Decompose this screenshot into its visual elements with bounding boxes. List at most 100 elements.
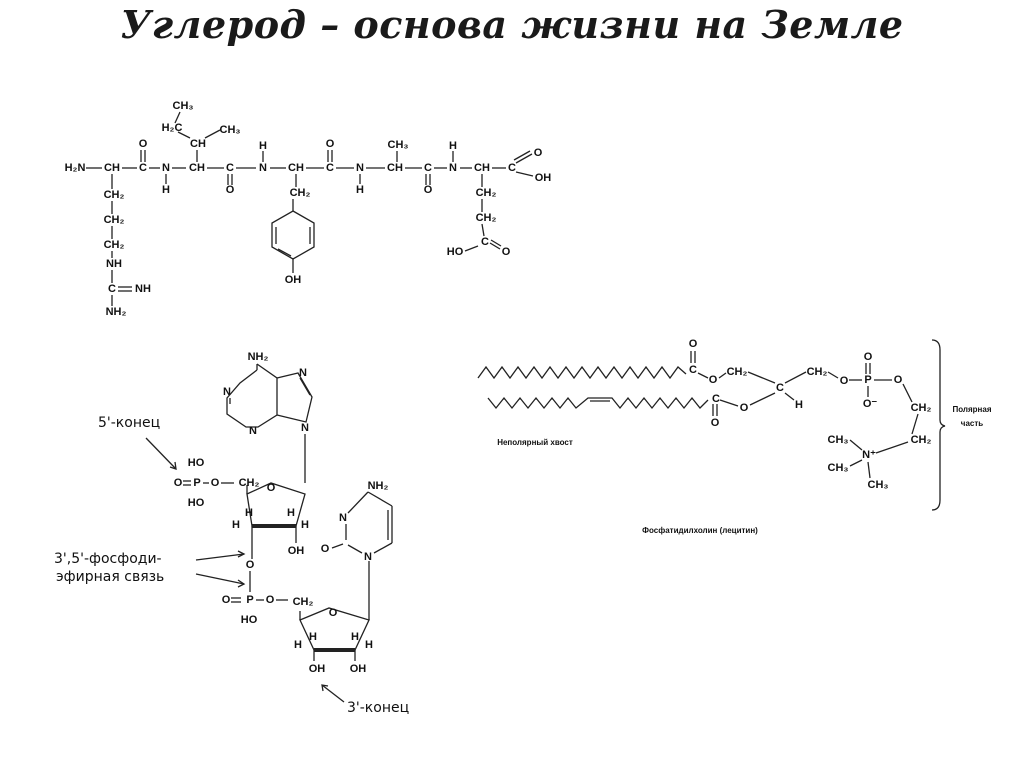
atom-label: CH₂ xyxy=(476,212,497,224)
phosphatidylcholine-structure: C O O CH₂ C H CH₂ O P O O⁻ O CH₂ CH₂ N⁺ … xyxy=(477,338,992,535)
atom-label: N xyxy=(162,162,170,174)
atom-label: CH xyxy=(387,162,403,174)
atom-label: P xyxy=(193,477,200,489)
atom-label: CH xyxy=(474,162,490,174)
atom-label: H xyxy=(162,184,170,196)
atom-label: N xyxy=(299,367,307,379)
atom-label: C xyxy=(226,162,234,174)
five-prime-end-label: 5'-конец xyxy=(98,415,160,431)
atom-label: CH₃ xyxy=(388,139,409,151)
atom-label: H xyxy=(356,184,364,196)
lipid-name-label: Фосфатидилхолин (лецитин) xyxy=(642,526,758,535)
atom-label: H₂C xyxy=(162,122,183,134)
atom-label: O xyxy=(226,184,235,196)
atom-label: H xyxy=(309,631,317,643)
atom-label: HO xyxy=(447,246,464,258)
atom-label: P xyxy=(246,594,253,606)
lipid-atom-labels: C O O CH₂ C H CH₂ O P O O⁻ O CH₂ CH₂ N⁺ … xyxy=(497,338,992,535)
atom-label: CH₂ xyxy=(239,477,260,489)
atom-label: OH xyxy=(285,274,302,286)
atom-label: O xyxy=(424,184,433,196)
atom-label: C xyxy=(326,162,334,174)
atom-label: O xyxy=(864,351,873,363)
atom-label: N xyxy=(223,386,231,398)
atom-label: OH xyxy=(535,172,552,184)
atom-label: H₂N xyxy=(65,162,86,174)
atom-label: O xyxy=(267,482,276,494)
atom-label: CH₂ xyxy=(807,366,828,378)
atom-label: H xyxy=(351,631,359,643)
atom-label: C xyxy=(776,382,784,394)
nucleotide-atom-labels: NH₂ N N N N O CH₂ O P O HO HO H H H H OH… xyxy=(54,351,409,716)
atom-label: CH₃ xyxy=(828,462,849,474)
atom-label: CH₂ xyxy=(293,596,314,608)
atom-label: HO xyxy=(188,497,205,509)
atom-label: N xyxy=(364,551,372,563)
atom-label: O xyxy=(502,246,511,258)
atom-label: NH₂ xyxy=(248,351,269,363)
dinucleotide-structure: NH₂ N N N N O CH₂ O P O HO HO H H H H OH… xyxy=(54,351,409,716)
atom-label: O xyxy=(321,543,330,555)
peptide-structure: H₂N CH C O N H CH C O N H CH C O N H CH … xyxy=(65,100,552,318)
atom-label: N xyxy=(259,162,267,174)
atom-label: O xyxy=(139,138,148,150)
atom-label: CH₂ xyxy=(727,366,748,378)
atom-label: OH xyxy=(309,663,326,675)
atom-label: NH xyxy=(106,258,122,270)
atom-label: N xyxy=(356,162,364,174)
atom-label: N xyxy=(249,425,257,437)
atom-label: HO xyxy=(188,457,205,469)
atom-label: O xyxy=(689,338,698,350)
atom-label: CH₂ xyxy=(290,187,311,199)
arrow-bond-2 xyxy=(195,573,245,585)
polar-part-label: часть xyxy=(961,419,983,428)
atom-label: CH xyxy=(104,162,120,174)
atom-label: O xyxy=(246,559,255,571)
atom-label: N xyxy=(301,422,309,434)
arrow-bond-1 xyxy=(195,553,245,561)
atom-label: O xyxy=(326,138,335,150)
atom-label: CH₂ xyxy=(104,214,125,226)
atom-label: H xyxy=(245,507,253,519)
atom-label: C xyxy=(481,236,489,248)
atom-label: C xyxy=(689,364,697,376)
atom-label: C xyxy=(108,283,116,295)
atom-label: C xyxy=(139,162,147,174)
atom-label: N xyxy=(449,162,457,174)
atom-label: O xyxy=(266,594,275,606)
peptide-atom-labels: H₂N CH C O N H CH C O N H CH C O N H CH … xyxy=(65,100,552,318)
atom-label: CH₂ xyxy=(104,189,125,201)
atom-label: CH xyxy=(288,162,304,174)
atom-label: O xyxy=(211,477,220,489)
atom-label: O xyxy=(222,594,231,606)
atom-label: H xyxy=(301,519,309,531)
atom-label: CH₂ xyxy=(911,402,932,414)
atom-label: H xyxy=(449,140,457,152)
polar-part-brace xyxy=(931,339,946,511)
atom-label: H xyxy=(795,399,803,411)
atom-label: O xyxy=(534,147,543,159)
peptide-bonds xyxy=(86,111,534,306)
atom-label: O xyxy=(711,417,720,429)
three-prime-end-label: 3'-конец xyxy=(347,700,409,716)
atom-label: NH xyxy=(135,283,151,295)
atom-label: CH xyxy=(189,162,205,174)
atom-label: C xyxy=(424,162,432,174)
polar-part-label: Полярная xyxy=(952,405,991,414)
atom-label: CH₃ xyxy=(220,124,241,136)
atom-label: N xyxy=(339,512,347,524)
atom-label: O xyxy=(740,402,749,414)
atom-label: O xyxy=(709,374,718,386)
atom-label: O xyxy=(329,607,338,619)
atom-label: H xyxy=(287,507,295,519)
lipid-bonds xyxy=(477,339,946,511)
atom-label: CH₃ xyxy=(173,100,194,112)
atom-label: CH₂ xyxy=(476,187,497,199)
atom-label: CH₂ xyxy=(104,239,125,251)
atom-label: O xyxy=(894,374,903,386)
saturated-chain xyxy=(477,365,687,380)
slide-title: Углерод – основа жизни на Земле xyxy=(120,2,904,47)
atom-label: HO xyxy=(241,614,258,626)
